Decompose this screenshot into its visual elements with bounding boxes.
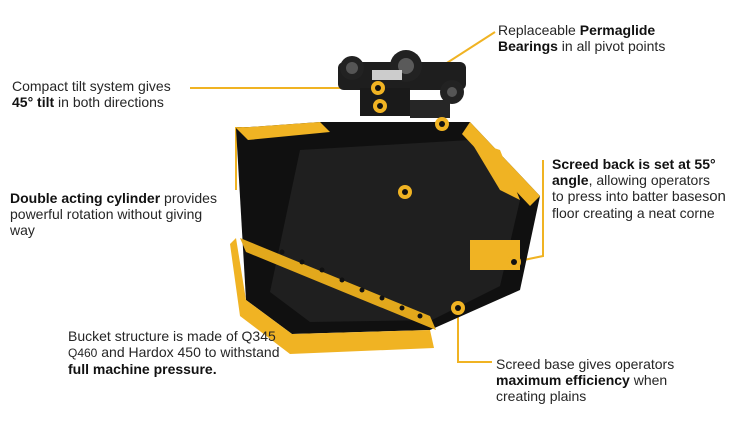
- screed-back-bold2: angle: [552, 172, 589, 188]
- structure-line3: full machine pressure.: [68, 361, 279, 377]
- structure-line2: Q460 and Hardox 450 to withstand: [68, 344, 279, 361]
- tilt-line2: 45° tilt in both directions: [12, 94, 171, 110]
- screed-base-line1: Screed base gives operators: [496, 356, 675, 372]
- screed-back-line3: to press into batter baseson: [552, 188, 726, 205]
- tilt-bold: 45° tilt: [12, 94, 55, 110]
- callout-screed-back: Screed back is set at 55° angle, allowin…: [552, 156, 726, 221]
- screed-base-line3: creating plains: [496, 388, 587, 404]
- screed-back-line2: angle, allowing operators: [552, 172, 726, 188]
- structure-line1: Bucket structure is made of Q345: [68, 328, 276, 344]
- callout-tilt-system: Compact tilt system gives 45° tilt in bo…: [12, 78, 171, 110]
- screed-back-line1: Screed back is set at 55°: [552, 156, 726, 172]
- structure-line2a: Q460: [68, 346, 98, 360]
- tilt-line1: Compact tilt system gives: [12, 78, 171, 94]
- callout-cylinder: Double acting cylinder provides powerful…: [10, 190, 217, 238]
- cylinder-line3: way: [10, 222, 35, 238]
- bolt-row: [259, 239, 423, 319]
- structure-bold: full machine pressure.: [68, 361, 217, 377]
- structure-line2b: and Hardox 450 to withstand: [97, 344, 280, 360]
- screed-base-bold: maximum efficiency: [496, 372, 630, 388]
- screed-back-rest2: , allowing operators: [588, 172, 710, 188]
- callout-dots: [371, 81, 521, 315]
- screed-back-line4: floor creating a neat corne: [552, 205, 715, 221]
- bearings-bold1: Permaglide: [579, 22, 656, 38]
- cylinder-line2: powerful rotation without giving: [10, 206, 203, 222]
- bearings-bold2: Bearings: [498, 38, 558, 54]
- bearings-plain: Replaceable: [498, 22, 580, 38]
- bearings-line1: Replaceable Permaglide: [498, 22, 665, 38]
- tilt-rest: in both directions: [54, 94, 164, 110]
- cylinder-line1: Double acting cylinder provides: [10, 190, 217, 206]
- callout-bearings: Replaceable Permaglide Bearings in all p…: [498, 22, 665, 54]
- screed-base-rest: when: [629, 372, 668, 388]
- mounting-bracket: [338, 50, 466, 118]
- screed-back-line3a: to press into batter bases: [552, 188, 710, 204]
- leader-screed-base: [457, 308, 492, 363]
- bucket-body: [230, 122, 540, 354]
- screed-back-line3b: on: [709, 188, 726, 205]
- bearings-line2: Bearings in all pivot points: [498, 38, 665, 54]
- callout-structure: Bucket structure is made of Q345 Q460 an…: [68, 328, 279, 377]
- screed-back-bold1: Screed back is set at 55°: [552, 156, 716, 172]
- screed-base-line2: maximum efficiency when: [496, 372, 674, 388]
- callout-screed-base: Screed base gives operators maximum effi…: [496, 356, 674, 404]
- cylinder-bold: Double acting cylinder: [10, 190, 161, 206]
- cylinder-rest: provides: [160, 190, 217, 206]
- bearings-rest: in all pivot points: [557, 38, 666, 54]
